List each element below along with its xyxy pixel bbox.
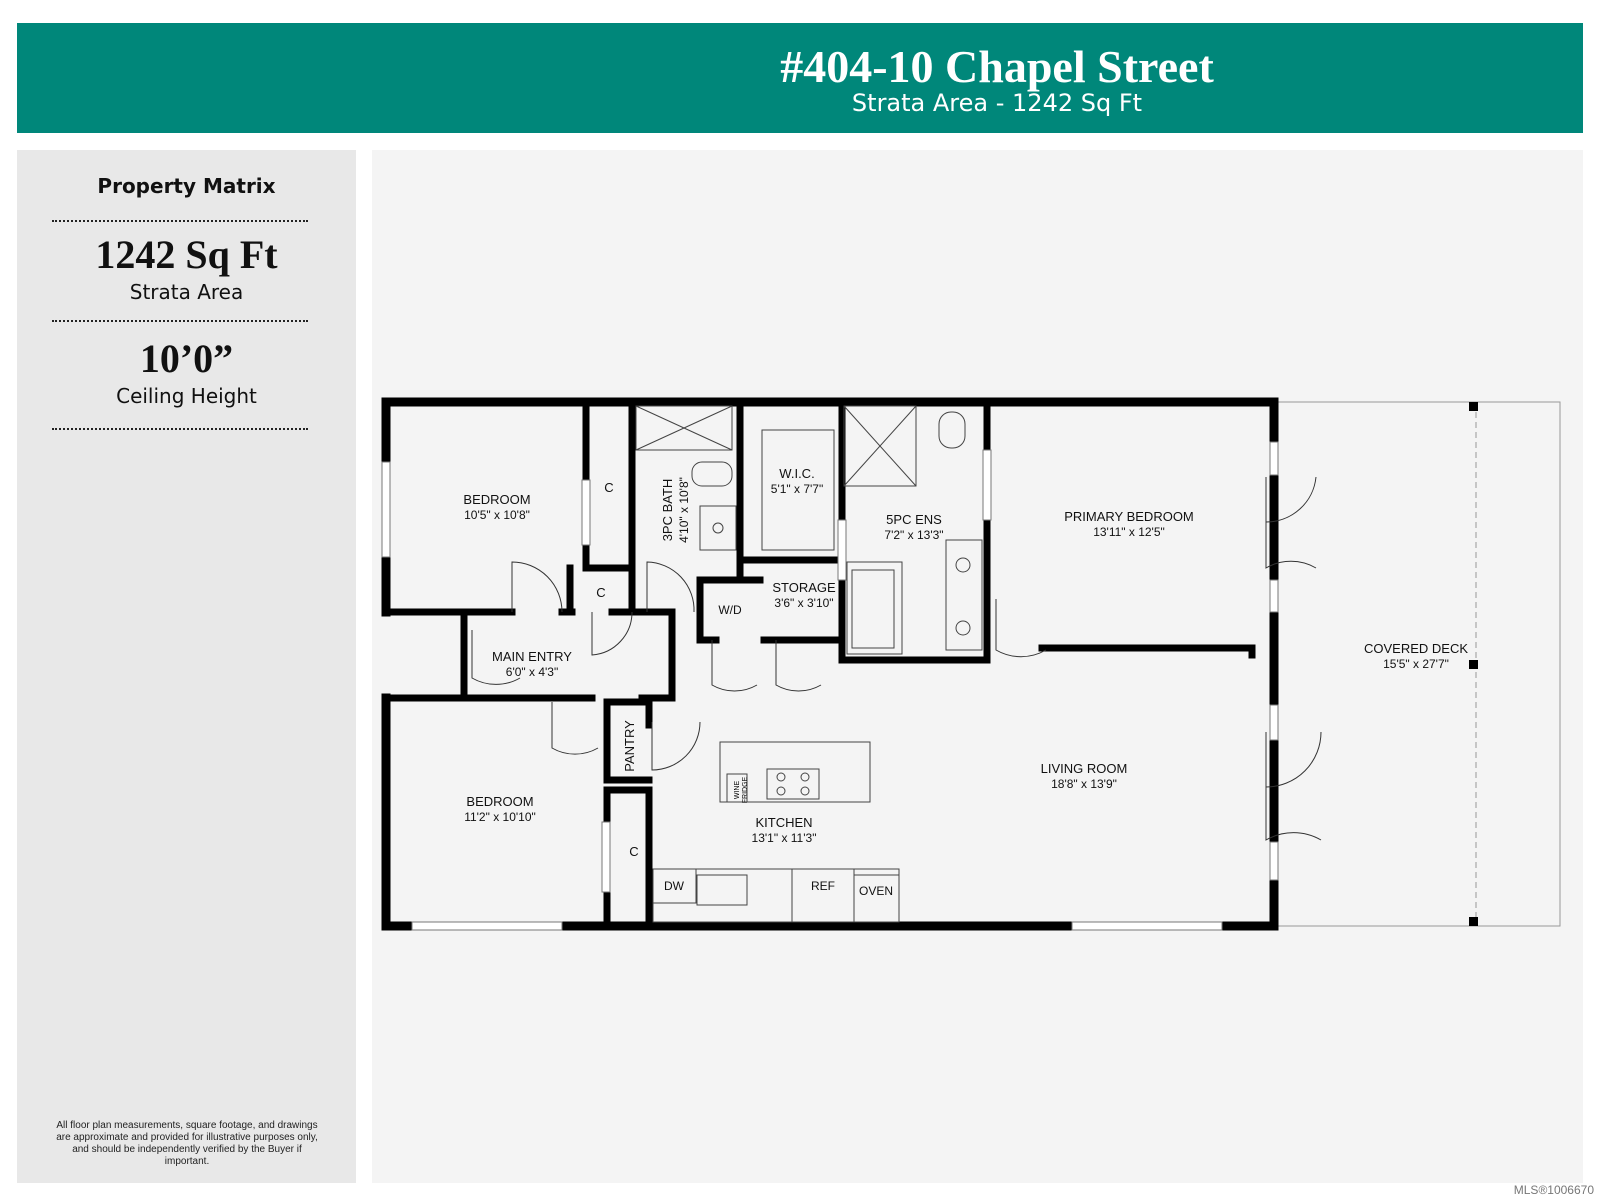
ceiling-label: Ceiling Height: [116, 384, 257, 408]
svg-text:15'5" x 27'7": 15'5" x 27'7": [1383, 657, 1449, 671]
area-label: Strata Area: [129, 280, 244, 304]
property-title: #404-10 Chapel Street: [780, 41, 1214, 92]
floor-plan-area: BEDROOM 10'5" x 10'8" C C 3PC BATH 4'10"…: [372, 150, 1583, 1183]
room-label-3pc-bath: 3PC BATH 4'10" x 10'8": [660, 477, 691, 543]
svg-text:3'6" x 3'10": 3'6" x 3'10": [774, 596, 833, 610]
bath-fixtures: [635, 405, 983, 655]
room-label-primary-bedroom: PRIMARY BEDROOM 13'11" x 12'5": [1064, 509, 1194, 539]
ceiling-value: 10’0”: [139, 336, 234, 381]
svg-text:7'2" x 13'3": 7'2" x 13'3": [884, 528, 943, 542]
svg-text:MAIN ENTRY: MAIN ENTRY: [492, 649, 572, 664]
property-matrix-heading: Property Matrix: [97, 174, 276, 198]
header-banner: #404-10 Chapel Street Strata Area - 1242…: [17, 23, 1583, 133]
svg-text:C: C: [596, 585, 605, 600]
room-label-storage: STORAGE 3'6" x 3'10": [772, 580, 836, 610]
svg-text:C: C: [604, 480, 613, 495]
room-label-bedroom-1: BEDROOM 10'5" x 10'8": [463, 492, 530, 522]
disclaimer-text: All floor plan measurements, square foot…: [56, 1120, 318, 1167]
svg-text:10'5" x 10'8": 10'5" x 10'8": [464, 508, 530, 522]
property-subtitle: Strata Area - 1242 Sq Ft: [851, 89, 1143, 117]
windows: [381, 441, 1279, 931]
svg-text:COVERED DECK: COVERED DECK: [1364, 641, 1468, 656]
wine-fridge-label: WINE FRIDGE: [734, 776, 749, 803]
room-label-main-entry: MAIN ENTRY 6'0" x 4'3": [492, 649, 572, 679]
property-matrix-panel: Property Matrix 1242 Sq Ft Strata Area 1…: [17, 150, 356, 1183]
svg-text:5PC ENS: 5PC ENS: [886, 512, 942, 527]
svg-text:WINE: WINE: [734, 781, 741, 800]
exterior-walls: [381, 397, 1279, 931]
room-label-5pc-ensuite: 5PC ENS 7'2" x 13'3": [884, 512, 943, 542]
svg-text:C: C: [629, 844, 638, 859]
svg-text:18'8" x 13'9": 18'8" x 13'9": [1051, 777, 1117, 791]
area-value: 1242 Sq Ft: [95, 232, 278, 277]
interior-walls: [382, 402, 1256, 924]
room-label-closet-3: C: [629, 844, 638, 859]
svg-text:BEDROOM: BEDROOM: [463, 492, 530, 507]
svg-text:KITCHEN: KITCHEN: [755, 815, 812, 830]
mls-number: MLS®1006670: [1513, 1183, 1594, 1197]
svg-text:BEDROOM: BEDROOM: [466, 794, 533, 809]
dotted-divider: [52, 428, 308, 430]
dotted-divider: [52, 220, 308, 222]
oven-label: OVEN: [859, 884, 893, 898]
svg-text:STORAGE: STORAGE: [772, 580, 836, 595]
room-label-kitchen: KITCHEN 13'1" x 11'3": [752, 815, 817, 845]
room-label-wic: W.I.C. 5'1" x 7'7": [771, 466, 823, 496]
room-label-closet-2: C: [596, 585, 605, 600]
svg-text:13'11" x 12'5": 13'11" x 12'5": [1093, 525, 1165, 539]
dishwasher-label: DW: [664, 879, 685, 893]
svg-text:W.I.C.: W.I.C.: [779, 466, 814, 481]
svg-text:6'0" x 4'3": 6'0" x 4'3": [506, 665, 558, 679]
room-label-closet-1: C: [604, 480, 613, 495]
svg-text:PANTRY: PANTRY: [622, 720, 637, 772]
svg-text:PRIMARY BEDROOM: PRIMARY BEDROOM: [1064, 509, 1194, 524]
deck-posts: [1469, 402, 1478, 926]
floor-plan: BEDROOM 10'5" x 10'8" C C 3PC BATH 4'10"…: [381, 397, 1561, 931]
room-label-wd: W/D: [718, 603, 742, 617]
svg-text:3PC BATH: 3PC BATH: [660, 479, 675, 542]
svg-text:11'2" x 10'10": 11'2" x 10'10": [464, 810, 536, 824]
svg-text:FRIDGE: FRIDGE: [742, 776, 749, 803]
dotted-divider: [52, 320, 308, 322]
svg-text:5'1" x 7'7": 5'1" x 7'7": [771, 482, 823, 496]
room-label-covered-deck: COVERED DECK 15'5" x 27'7": [1364, 641, 1468, 671]
svg-text:LIVING ROOM: LIVING ROOM: [1041, 761, 1128, 776]
door-swings: [471, 476, 1322, 841]
kitchen-fixtures: [652, 741, 900, 923]
room-label-pantry: PANTRY: [622, 720, 637, 772]
svg-text:13'1" x 11'3": 13'1" x 11'3": [752, 831, 817, 845]
svg-text:W/D: W/D: [718, 603, 742, 617]
svg-text:4'10" x 10'8": 4'10" x 10'8": [677, 477, 691, 543]
room-label-bedroom-2: BEDROOM 11'2" x 10'10": [464, 794, 536, 824]
refrigerator-label: REF: [811, 879, 835, 893]
room-label-living-room: LIVING ROOM 18'8" x 13'9": [1041, 761, 1128, 791]
